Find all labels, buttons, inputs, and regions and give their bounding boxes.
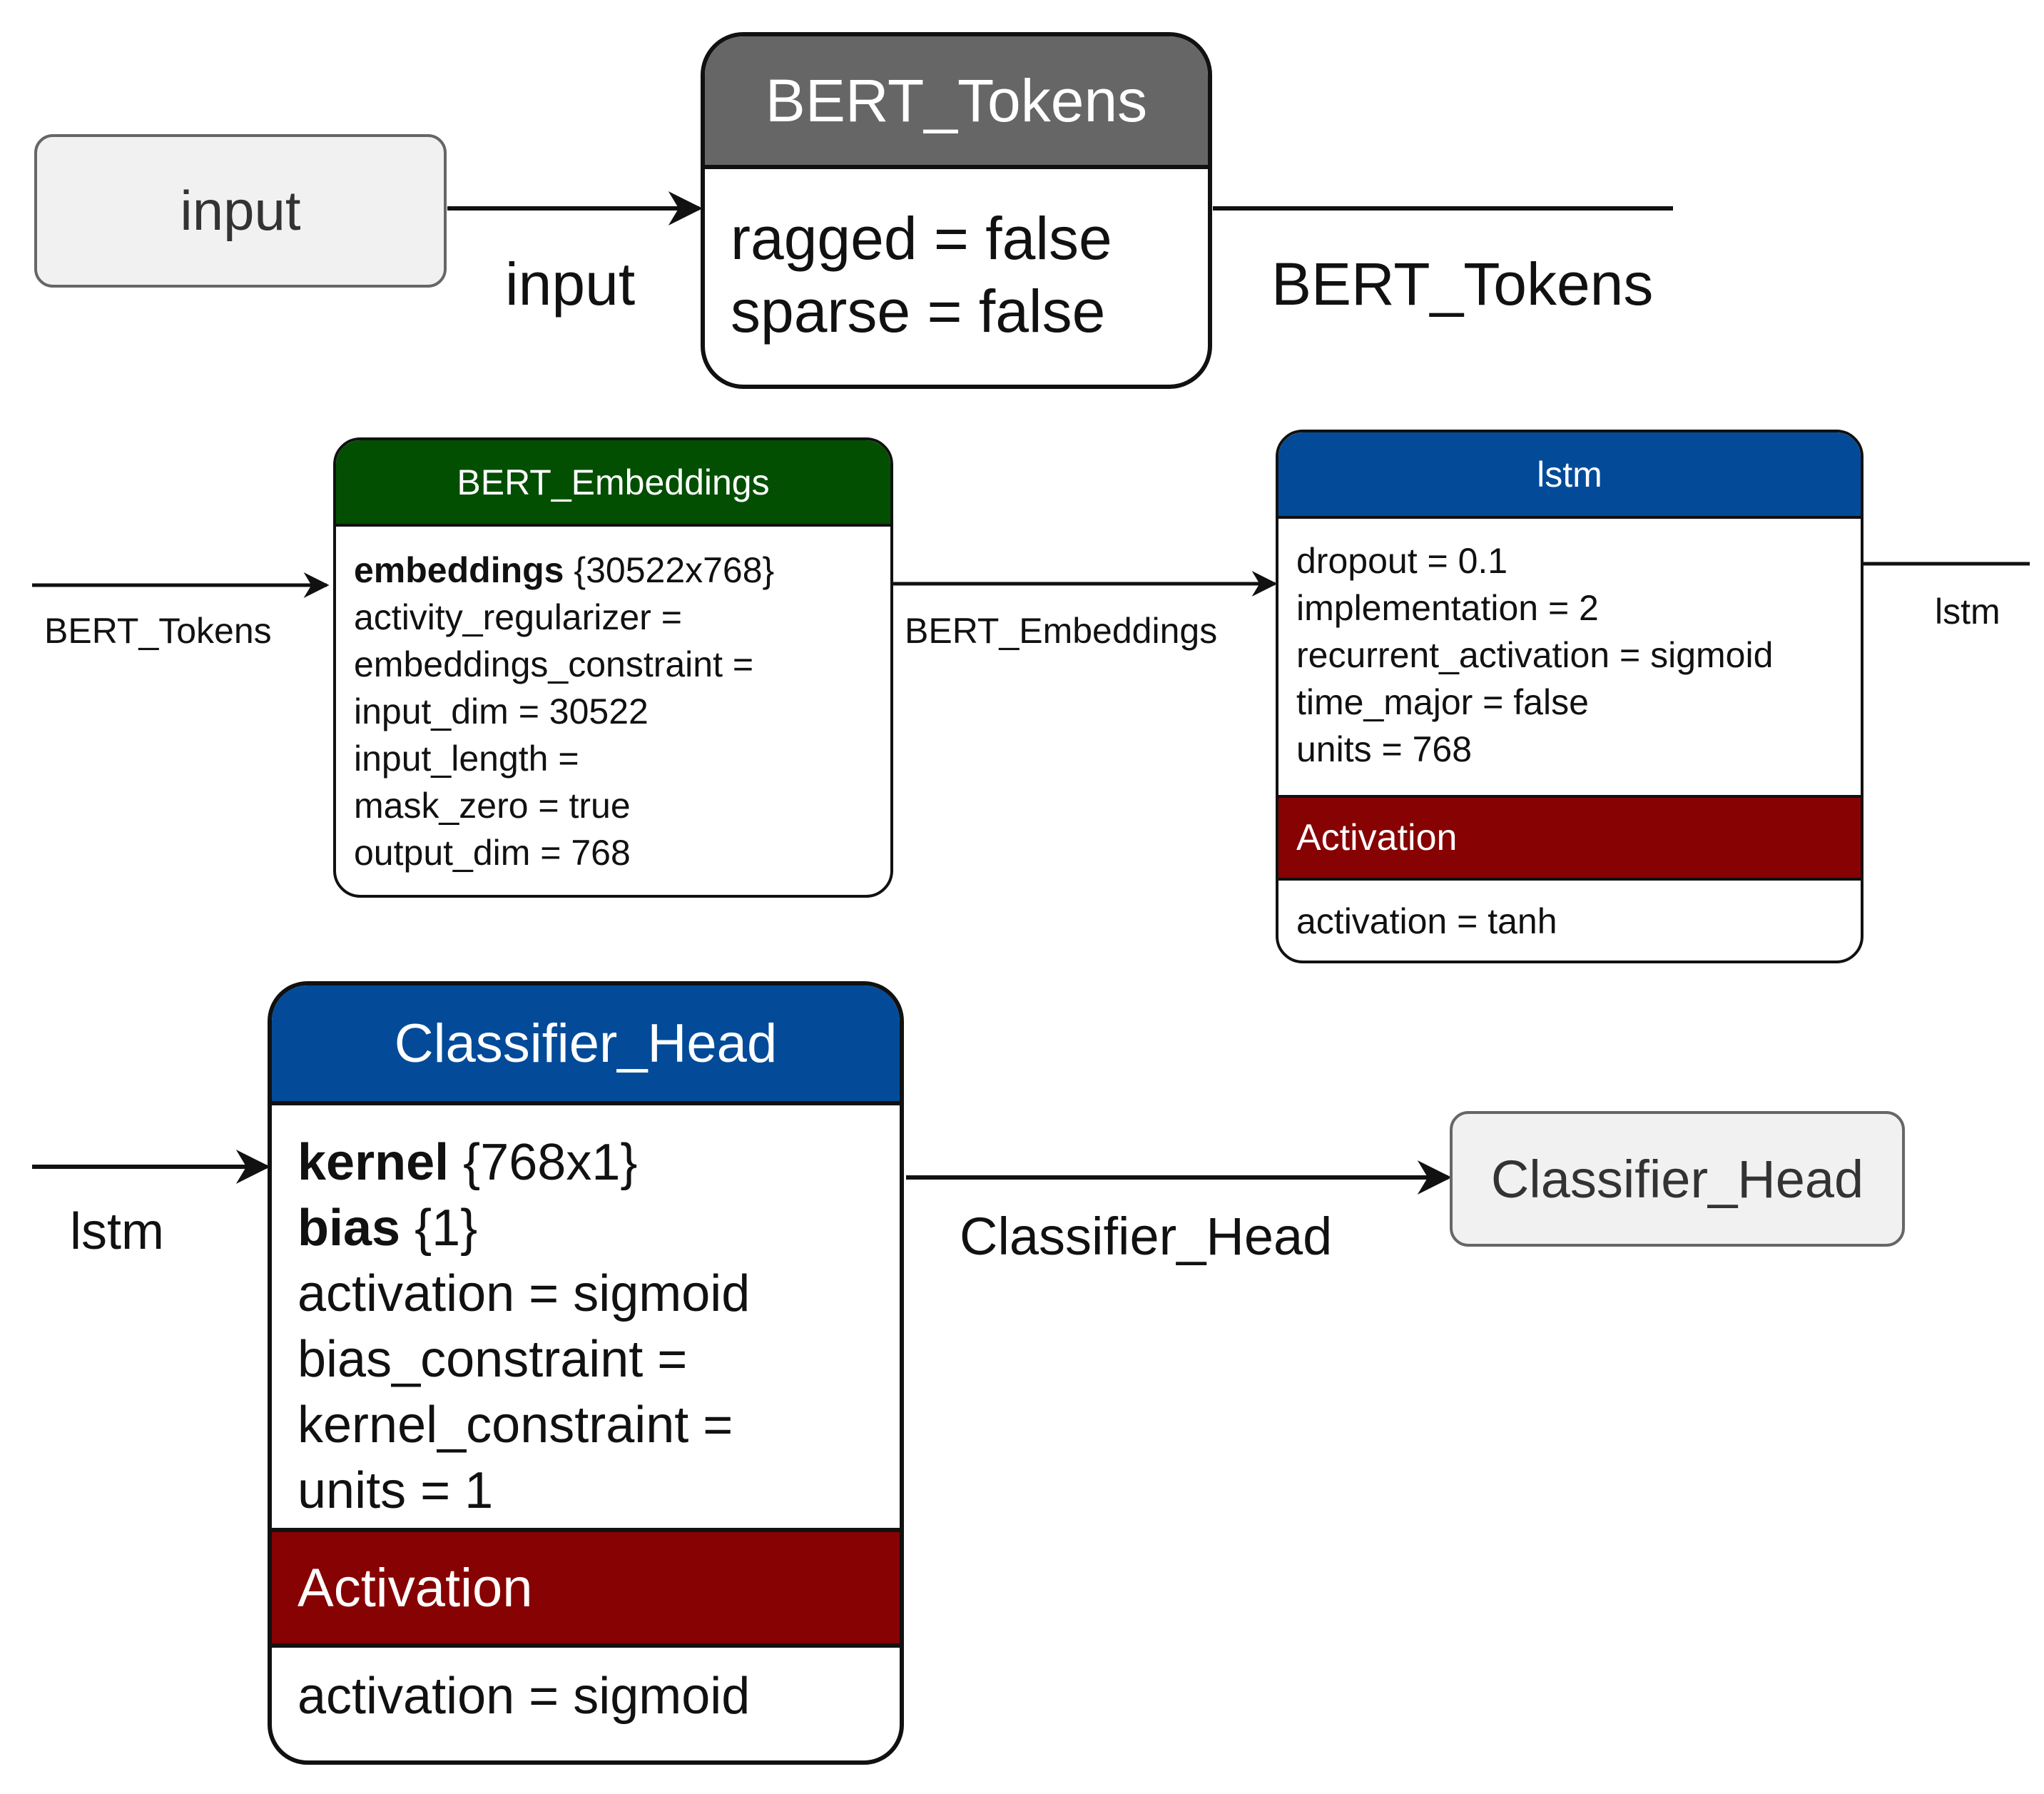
bert-embeddings-header: BERT_Embeddings: [336, 440, 890, 527]
lstm-node[interactable]: lstm dropout = 0.1 implementation = 2 re…: [1276, 430, 1864, 963]
edge-label-bert-embeddings: BERT_Embeddings: [905, 611, 1218, 651]
embeddings-weight-name: embeddings: [354, 550, 564, 590]
edge-label-bert-tokens-row2: BERT_Tokens: [44, 611, 272, 651]
classifier-weight-kernel: kernel {768x1}: [298, 1130, 900, 1195]
classifier-head-title: Classifier_Head: [394, 1013, 778, 1074]
kernel-weight-shape: {768x1}: [463, 1134, 638, 1191]
lstm-param: recurrent_activation = sigmoid: [1296, 635, 1774, 675]
classifier-param: units = 1: [298, 1462, 494, 1519]
lstm-param: time_major = false: [1296, 682, 1589, 722]
classifier-activation-body: activation = sigmoid: [272, 1663, 750, 1729]
bert-tokens-param-ragged: ragged = false: [731, 205, 1112, 272]
bias-weight-name: bias: [298, 1200, 401, 1257]
classifier-param: bias_constraint =: [298, 1331, 688, 1388]
classifier-activation-title: Activation: [298, 1557, 533, 1618]
lstm-activation-section: Activation: [1278, 795, 1861, 881]
bert-embeddings-param: mask_zero = true: [354, 786, 631, 826]
input-terminal[interactable]: input: [34, 134, 447, 288]
edge-label-input: input: [505, 250, 636, 318]
bert-embeddings-weight-embeddings: embeddings {30522x768}: [354, 547, 890, 594]
classifier-weight-bias: bias {1}: [298, 1195, 900, 1261]
bert-embeddings-title: BERT_Embeddings: [457, 462, 770, 502]
classifier-param: activation = sigmoid: [298, 1265, 751, 1322]
classifier-head-header: Classifier_Head: [272, 985, 900, 1105]
embeddings-weight-shape: {30522x768}: [574, 550, 775, 590]
classifier-head-body: kernel {768x1} bias {1} activation = sig…: [272, 1105, 900, 1760]
classifier-activation-section: Activation: [272, 1528, 900, 1648]
bert-tokens-param-sparse: sparse = false: [731, 278, 1106, 345]
edge-label-classifier-head: Classifier_Head: [960, 1207, 1333, 1266]
edge-label-lstm-row3: lstm: [70, 1203, 164, 1260]
lstm-activation-title: Activation: [1296, 817, 1458, 858]
edge-label-lstm-out: lstm: [1935, 592, 2000, 632]
lstm-param: units = 768: [1296, 729, 1473, 769]
lstm-param: implementation = 2: [1296, 588, 1599, 628]
lstm-param: dropout = 0.1: [1296, 541, 1508, 581]
kernel-weight-name: kernel: [298, 1134, 449, 1191]
bert-embeddings-node[interactable]: BERT_Embeddings embeddings {30522x768} a…: [333, 437, 893, 898]
bert-tokens-body: ragged = false sparse = false: [705, 169, 1208, 348]
lstm-title: lstm: [1537, 454, 1602, 495]
classifier-head-node[interactable]: Classifier_Head kernel {768x1} bias {1} …: [268, 981, 904, 1765]
bert-embeddings-param: activity_regularizer =: [354, 597, 682, 637]
output-terminal-label: Classifier_Head: [1490, 1149, 1864, 1209]
bias-weight-shape: {1}: [415, 1200, 478, 1257]
bert-embeddings-param: output_dim = 768: [354, 833, 631, 873]
bert-embeddings-body: embeddings {30522x768} activity_regulari…: [336, 527, 890, 876]
bert-tokens-title: BERT_Tokens: [765, 66, 1148, 134]
classifier-activation-param: activation = sigmoid: [298, 1668, 751, 1725]
bert-embeddings-param: input_length =: [354, 739, 579, 779]
lstm-activation-body: activation = tanh: [1278, 881, 1861, 945]
bert-embeddings-param: embeddings_constraint =: [354, 644, 754, 684]
output-terminal[interactable]: Classifier_Head: [1450, 1111, 1905, 1247]
lstm-activation-param: activation = tanh: [1296, 901, 1557, 941]
lstm-body: dropout = 0.1 implementation = 2 recurre…: [1278, 519, 1861, 795]
bert-tokens-node[interactable]: BERT_Tokens ragged = false sparse = fals…: [701, 32, 1212, 389]
lstm-header: lstm: [1278, 432, 1861, 519]
bert-embeddings-param: input_dim = 30522: [354, 691, 649, 731]
bert-tokens-header: BERT_Tokens: [705, 36, 1208, 169]
edge-label-bert-tokens-top: BERT_Tokens: [1271, 250, 1654, 318]
input-terminal-label: input: [180, 179, 301, 242]
classifier-param: kernel_constraint =: [298, 1397, 733, 1454]
